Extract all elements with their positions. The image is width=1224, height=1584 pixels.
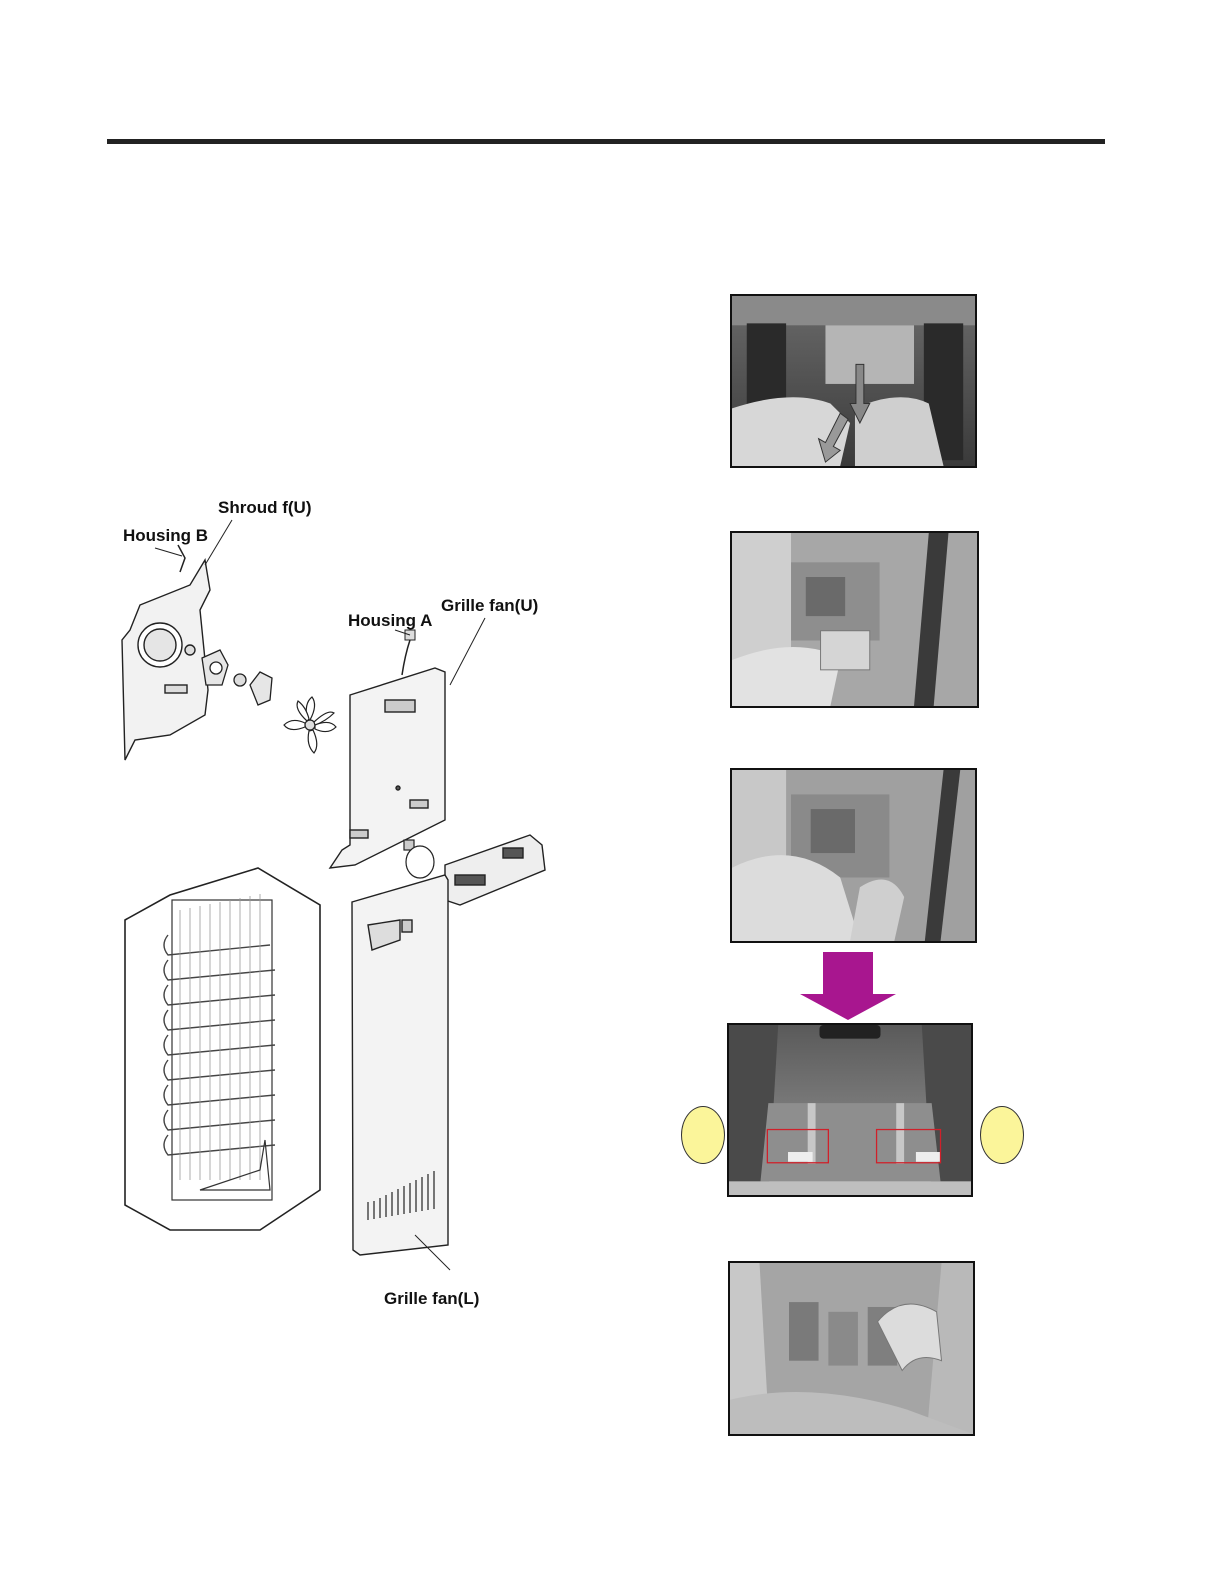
circle-marker-icon — [681, 1106, 725, 1164]
label-grille-fan-u: Grille fan(U) — [441, 596, 538, 616]
header-rule — [107, 139, 1105, 144]
label-grille-fan-l: Grille fan(L) — [384, 1289, 479, 1309]
evaporator-part — [125, 868, 320, 1230]
grille-fan-u-part — [330, 668, 445, 868]
label-housing-b: Housing B — [123, 526, 208, 546]
circle-marker-icon — [980, 1106, 1024, 1164]
lamp-bulb-part — [404, 840, 434, 878]
fan-blade-part — [284, 697, 336, 753]
step-photo-1 — [730, 294, 977, 468]
step-photo-2 — [730, 531, 979, 708]
shroud-fu-part — [122, 560, 210, 760]
down-arrow-icon — [798, 952, 898, 1020]
label-housing-a: Housing A — [348, 611, 432, 631]
fan-motor-part — [202, 650, 272, 705]
step-photo-4 — [727, 1023, 973, 1197]
label-shroud-fu: Shroud f(U) — [218, 498, 311, 518]
step-photo-3 — [730, 768, 977, 943]
step-photo-5 — [728, 1261, 975, 1436]
